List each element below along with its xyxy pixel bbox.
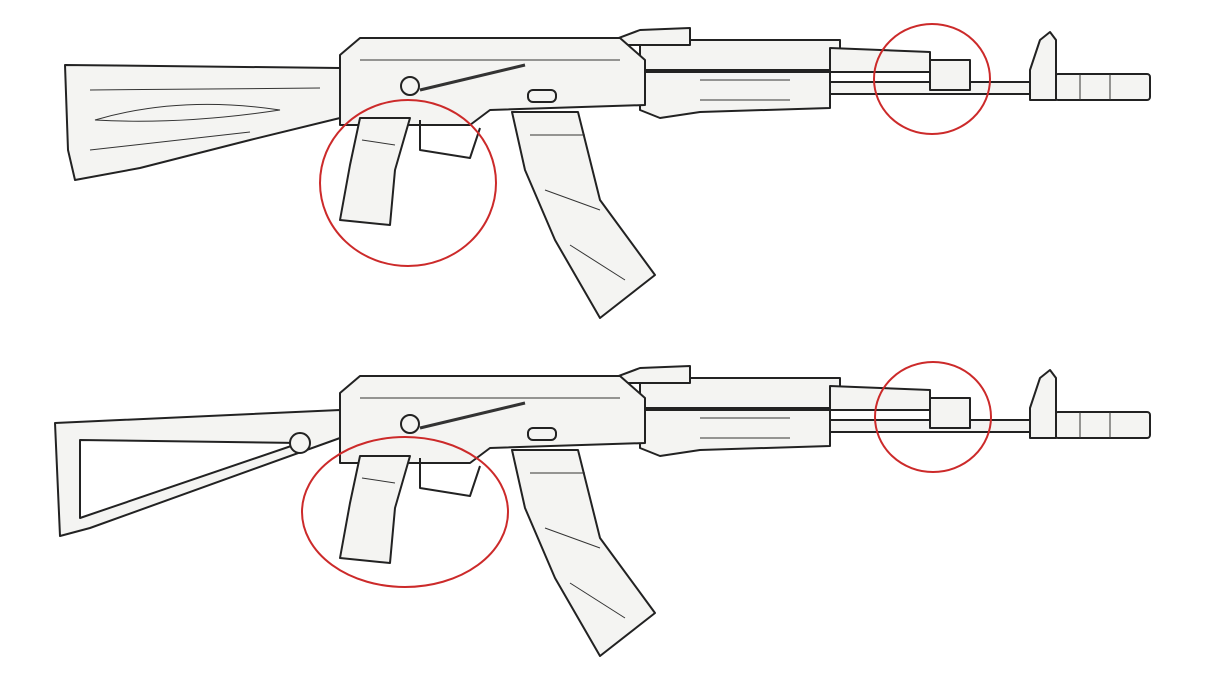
highlight-grip-bottom — [301, 436, 509, 588]
rifle-body — [338, 364, 1152, 658]
highlight-circles — [301, 23, 992, 588]
highlight-grip-top — [319, 99, 497, 267]
highlight-gas-block-top — [873, 23, 991, 135]
rifle-body — [338, 26, 1152, 320]
wooden-stock — [64, 64, 341, 181]
highlight-gas-block-bottom — [874, 361, 992, 473]
rifle-folding-stock — [54, 364, 1152, 658]
folding-stock-frame — [54, 409, 341, 537]
rifle-fixed-stock — [64, 26, 1152, 320]
